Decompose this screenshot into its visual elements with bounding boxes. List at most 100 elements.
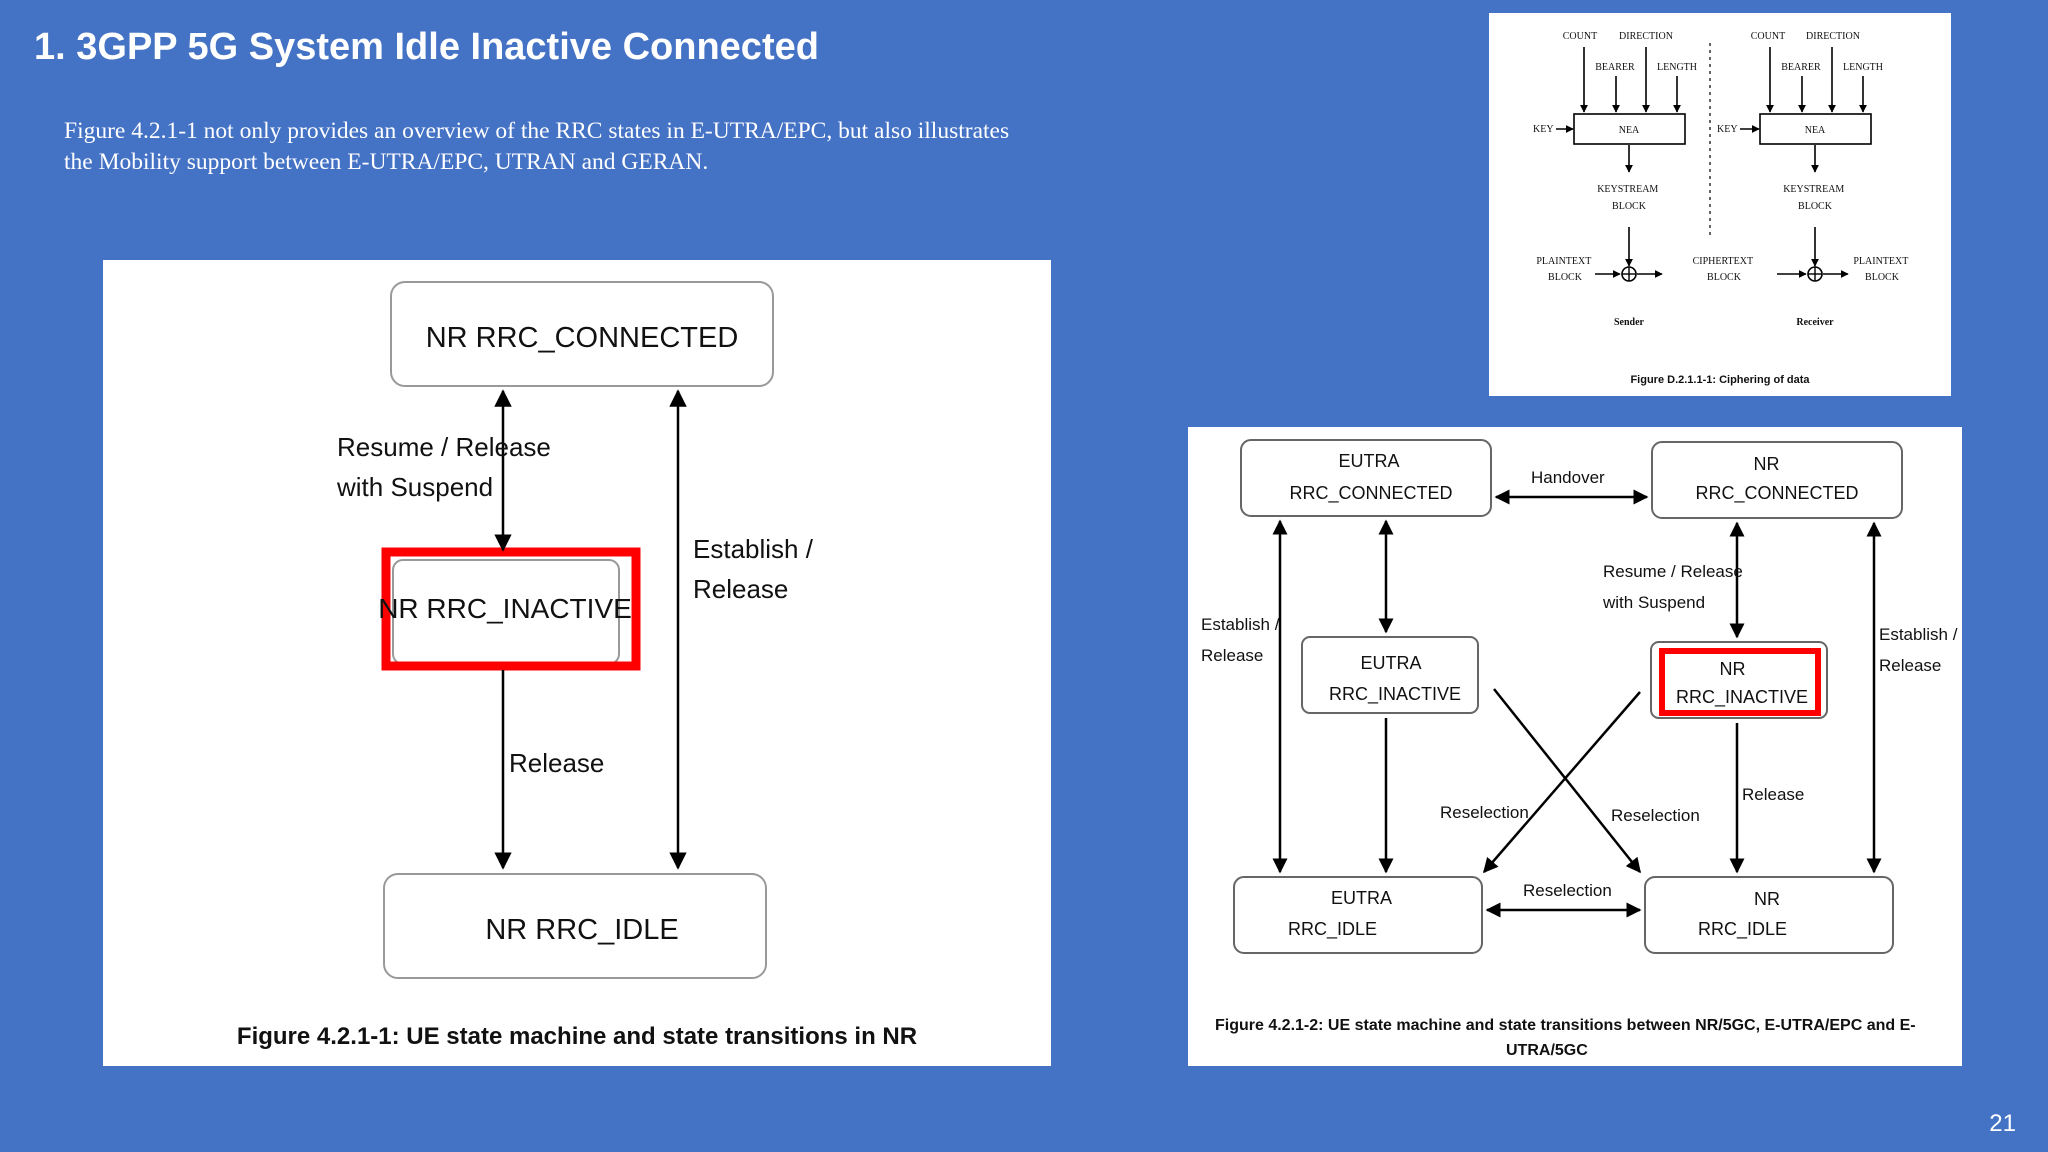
receiver-nea-box [1759,113,1872,145]
nr-idle-box [383,873,767,979]
eutra-connected-box [1240,439,1492,517]
nr-connected-label-2b: RRC_CONNECTED [1695,483,1858,504]
nr-idle-label: NR RRC_IDLE [485,914,678,946]
receiver-keystream-label-1: KEYSTREAM [1783,184,1844,195]
sender-keystream-label-1: KEYSTREAM [1597,184,1658,195]
eutra-inactive-label-2: RRC_INACTIVE [1329,684,1461,705]
sender-plaintext-label-2: BLOCK [1548,272,1583,283]
sender-bearer-label: BEARER [1595,62,1635,73]
nr-idle-label-2b: RRC_IDLE [1698,919,1787,940]
receiver-plaintext-label-1: PLAINTEXT [1853,256,1908,267]
cross-reselection-arrow-1 [1493,688,1641,874]
inter-rat-figure-caption: Figure 4.2.1-2: UE state machine and sta… [1215,1017,1920,1059]
nr-state-diagram-svg: NR RRC_CONNECTED NR RRC_INACTIVE NR RRC_… [237,281,917,1050]
sender-nea-box [1573,113,1686,145]
sender-nea-label: NEA [1619,125,1640,136]
reselection-bottom-label: Reselection [1523,881,1612,900]
receiver-plaintext-label: PLAINTEXT BLOCK [1853,256,1910,283]
nr-establish-label-1: Establish / [1879,625,1958,644]
nr-establish-label-2: Release [1879,656,1941,675]
nr-inactive-label: NR RRC_INACTIVE [378,593,632,624]
eutra-idle-label-2: RRC_IDLE [1288,919,1377,940]
nr-inactive-box-2 [1650,641,1828,719]
eutra-connected-label-1: EUTRA [1338,451,1399,471]
receiver-key-label: KEY [1717,124,1738,135]
receiver-length-label: LENGTH [1843,62,1883,73]
receiver-bearer-label: BEARER [1781,62,1821,73]
receiver-keystream-label-2: BLOCK [1798,201,1833,212]
establish-label-line-2: Release [693,574,788,604]
nr-connected-box-2 [1651,441,1903,519]
nr-inactive-label-2: NR RRC_INACTIVE [1676,659,1808,708]
nr-state-diagram: NR RRC_CONNECTED NR RRC_INACTIVE NR RRC_… [103,260,1051,1066]
reselection-left-label: Reselection [1440,803,1529,822]
eutra-establish-label: Establish / Release [1201,615,1284,665]
receiver-plaintext-label-2: BLOCK [1865,272,1900,283]
nr-connected-label: NR RRC_CONNECTED [426,322,739,354]
ciphering-diagram-svg: COUNT DIRECTION BEARER LENGTH NEA KEY KE… [1533,31,1910,386]
nr-figure-caption: Figure 4.2.1-1: UE state machine and sta… [237,1023,917,1050]
eutra-connected-label: EUTRA RRC_CONNECTED [1289,451,1452,504]
establish-label-line-1: Establish / [693,534,814,564]
nr-inactive-highlight [381,547,641,671]
nr-resume-label-2: with Suspend [1602,593,1705,612]
eutra-inactive-label-1: EUTRA [1360,653,1421,673]
resume-label-line-1: Resume / Release [337,432,551,462]
slide-description: Figure 4.2.1-1 not only provides an over… [64,116,1124,178]
receiver-direction-label: DIRECTION [1806,31,1860,42]
inter-rat-caption-line-1: Figure 4.2.1-2: UE state machine and sta… [1215,1017,1916,1034]
inter-rat-state-diagram-svg: EUTRA RRC_CONNECTED NR RRC_CONNECTED EUT… [1201,439,1962,1059]
nr-idle-label-2a: NR [1754,889,1780,909]
sender-plaintext-label-1: PLAINTEXT [1536,256,1591,267]
page-number: 21 [1989,1110,2016,1137]
eutra-idle-box [1233,876,1483,954]
establish-label: Establish / Release [693,534,820,604]
sender-plaintext-label: PLAINTEXT BLOCK [1536,256,1593,283]
sender-key-label: KEY [1533,124,1554,135]
nr-inactive-label-2b: RRC_INACTIVE [1676,687,1808,708]
nr-idle-label-2: NR RRC_IDLE [1698,889,1787,940]
sender-count-label: COUNT [1563,31,1597,42]
nr-establish-label: Establish / Release [1879,625,1962,675]
resume-label: Resume / Release with Suspend [336,432,558,502]
ciphertext-label-1: CIPHERTEXT [1693,256,1753,267]
inter-rat-caption-line-2: UTRA/5GC [1506,1042,1588,1059]
sender-length-label: LENGTH [1657,62,1697,73]
nr-release-label: Release [1742,785,1804,804]
nr-idle-box-2 [1644,876,1894,954]
description-line-1: Figure 4.2.1-1 not only provides an over… [64,118,1010,144]
sender-keystream-label: KEYSTREAM BLOCK [1597,184,1661,212]
receiver-label: Receiver [1796,317,1834,328]
cipher-figure-caption: Figure D.2.1.1-1: Ciphering of data [1630,374,1810,386]
receiver-count-label: COUNT [1751,31,1785,42]
reselection-right-label: Reselection [1611,806,1700,825]
sender-keystream-label-2: BLOCK [1612,201,1647,212]
eutra-idle-label: EUTRA RRC_IDLE [1288,888,1396,940]
nr-resume-label: Resume / Release with Suspend [1602,562,1748,612]
nr-connected-box [390,281,774,387]
nr-inactive-label-2a: NR [1719,659,1745,679]
cross-reselection-arrow-2 [1483,691,1641,874]
eutra-idle-label-1: EUTRA [1331,888,1392,908]
eutra-connected-label-2: RRC_CONNECTED [1289,483,1452,504]
sender-label: Sender [1614,317,1645,328]
nr-connected-label-2: NR RRC_CONNECTED [1695,454,1858,504]
receiver-nea-label: NEA [1805,125,1826,136]
ciphertext-label: CIPHERTEXT BLOCK [1693,256,1756,283]
ciphering-diagram: COUNT DIRECTION BEARER LENGTH NEA KEY KE… [1489,13,1951,396]
eutra-establish-label-1: Establish / [1201,615,1280,634]
nr-resume-label-1: Resume / Release [1603,562,1743,581]
eutra-inactive-label: EUTRA RRC_INACTIVE [1329,653,1461,705]
eutra-establish-label-2: Release [1201,646,1263,665]
receiver-keystream-label: KEYSTREAM BLOCK [1783,184,1847,212]
resume-label-line-2: with Suspend [336,472,493,502]
nr-connected-label-2a: NR [1753,454,1779,474]
eutra-inactive-box [1301,636,1479,714]
release-label: Release [509,748,604,778]
nr-inactive-highlight-2 [1659,648,1821,716]
description-line-2: the Mobility support between E-UTRA/EPC,… [64,149,709,175]
sender-direction-label: DIRECTION [1619,31,1673,42]
inter-rat-state-diagram: EUTRA RRC_CONNECTED NR RRC_CONNECTED EUT… [1188,427,1962,1066]
ciphertext-label-2: BLOCK [1707,272,1742,283]
handover-label: Handover [1531,468,1605,487]
